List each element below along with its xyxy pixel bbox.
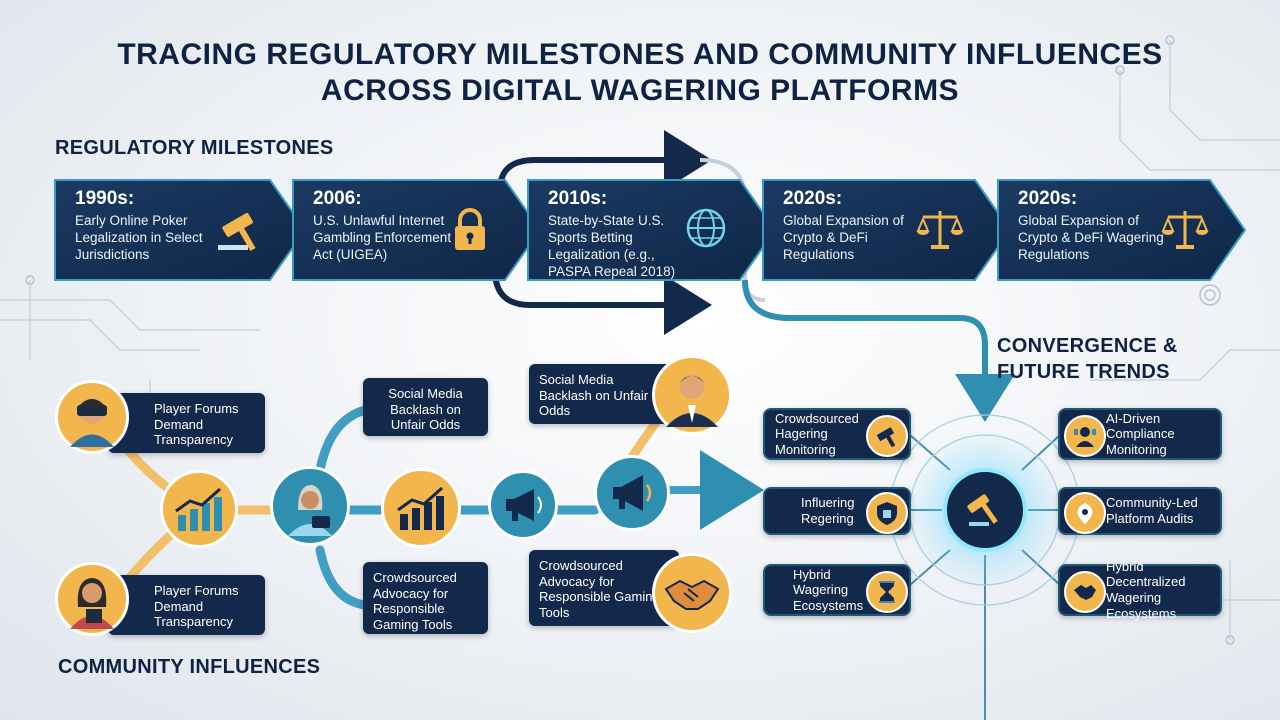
milestone-2: 2006: U.S. Unlawful Internet Gambling En…: [313, 188, 453, 264]
milestone-year: 2020s:: [1018, 188, 1078, 209]
milestone-3: 2010s: State-by-State U.S. Sports Bettin…: [548, 188, 688, 281]
megaphone-node-2: [594, 455, 670, 531]
audit-icon: [1064, 492, 1106, 534]
hourglass-icon: [866, 571, 908, 613]
convergence-right-2-label: Community-Led Platform Audits: [1106, 495, 1198, 526]
milestone-4: 2020s: Global Expansion of Crypto & DeFi…: [783, 188, 923, 264]
reg-to-hub-arrow: [742, 279, 1015, 422]
page-title-line1: TRACING REGULATORY MILESTONES AND COMMUN…: [117, 38, 1163, 71]
ai-person-icon: [1064, 415, 1106, 457]
businessman-icon: [666, 375, 718, 427]
trend-chart-node: [381, 468, 461, 548]
milestone-1: 1990s: Early Online Poker Legalization i…: [75, 188, 220, 264]
avatar-analyst: [270, 466, 350, 546]
handshake-node: [652, 553, 732, 633]
handshake-icon: [1064, 571, 1106, 613]
bar-chart-icon: [175, 487, 222, 531]
convergence-right-3-label: Hybrid Decentralized Wagering Ecosystems: [1106, 558, 1186, 621]
convergence-left-1-label: Crowdsourced Hagering Monitoring: [775, 410, 859, 457]
bubble-forums-top: Player Forums Demand Transparency: [108, 393, 265, 453]
milestone-3-shape: [527, 179, 777, 281]
megaphone-node-1: [488, 470, 558, 540]
avatar-vr-player: [55, 380, 129, 454]
milestone-desc: Early Online Poker Legalization in Selec…: [75, 213, 203, 262]
avatar-businessman: [652, 355, 732, 435]
milestone-desc: Global Expansion of Crypto & DeFi Wageri…: [1018, 213, 1164, 262]
milestone-year: 2006:: [313, 188, 362, 209]
milestone-year: 2010s:: [548, 188, 608, 209]
milestone-5: 2020s: Global Expansion of Crypto & DeFi…: [1018, 188, 1178, 264]
padlock-icon: [455, 208, 485, 250]
vr-player-icon: [70, 398, 114, 447]
bubble-social-left: Social Media Backlash on Unfair Odds: [363, 378, 488, 436]
handshake-icon: [664, 579, 720, 610]
community-section-label: COMMUNITY INFLUENCES: [58, 656, 321, 678]
milestone-desc: U.S. Unlawful Internet Gambling Enforcem…: [313, 213, 452, 262]
milestone-5-shape: [997, 179, 1247, 281]
woman-player-icon: [70, 578, 114, 629]
convergence-right-1-label: AI-Driven Compliance Monitoring: [1106, 410, 1175, 457]
milestone-1-shape: [54, 179, 307, 281]
convergence-section-label: CONVERGENCE & FUTURE TRENDS: [997, 333, 1178, 385]
convergence-label-line1: CONVERGENCE &: [997, 335, 1178, 357]
convergence-left-3-label: Hybrid Wagering Ecosystems: [793, 566, 864, 613]
convergence-left-2-label: Influering Regering: [801, 495, 855, 526]
megaphone-icon: [613, 475, 652, 511]
megaphone-icon: [506, 489, 542, 521]
gavel-icon: [218, 212, 256, 252]
gavel-icon: [866, 415, 908, 457]
avatar-woman-player: [55, 562, 129, 636]
shield-icon: [866, 492, 908, 534]
milestone-4-shape: [762, 179, 1012, 281]
bubble-crowd-right: Crowdsourced Advocacy for Responsible Ga…: [529, 550, 679, 626]
milestone-year: 1990s:: [75, 188, 135, 209]
bubble-crowd-left: Crowdsourced Advocacy for Responsible Ga…: [363, 562, 488, 634]
regulatory-section-label: REGULATORY MILESTONES: [55, 137, 334, 159]
scales-icon: [1161, 211, 1209, 249]
milestone-2-shape: [292, 179, 542, 281]
convergence-label-line2: FUTURE TRENDS: [997, 361, 1170, 383]
globe-icon: [686, 208, 726, 248]
page-title-line2: ACROSS DIGITAL WAGERING PLATFORMS: [320, 74, 960, 107]
milestone-desc: State-by-State U.S. Sports Betting Legal…: [548, 213, 676, 279]
growth-chart-node: [160, 470, 238, 548]
scales-icon: [916, 211, 964, 249]
milestone-desc: Global Expansion of Crypto & DeFi Regula…: [783, 213, 904, 262]
hub-gavel-icon: [967, 494, 998, 526]
milestone-year: 2020s:: [783, 188, 843, 209]
bar-chart-icon: [397, 486, 444, 530]
analyst-tablet-icon: [288, 484, 332, 536]
bubble-forums-bottom: Player Forums Demand Transparency: [108, 575, 265, 635]
